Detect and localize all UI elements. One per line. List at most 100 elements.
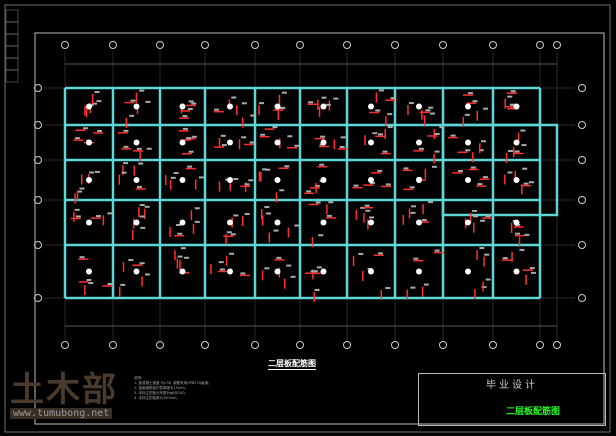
rebar-label <box>219 268 225 271</box>
side-box <box>5 9 19 23</box>
rebar-label <box>321 96 327 99</box>
rebar-label <box>520 129 526 132</box>
rebar-label <box>314 184 320 187</box>
slab-marker <box>86 177 92 183</box>
rebar-label <box>390 97 396 100</box>
rebar-label <box>480 219 486 222</box>
rebar-label <box>182 127 188 130</box>
rebar-label <box>88 282 94 285</box>
rebar-label <box>530 271 536 274</box>
rebar-label <box>523 182 529 185</box>
rebar-label <box>319 163 325 166</box>
rebar-label <box>123 162 129 165</box>
rebar-label <box>410 205 416 208</box>
slab-marker <box>274 177 281 183</box>
rebar-label <box>188 100 194 103</box>
rebar-label <box>473 215 479 218</box>
rebar-label <box>409 186 415 189</box>
rebar-label <box>233 214 239 217</box>
slab-marker <box>86 268 92 275</box>
note-line: 3. 未标注的板分布筋为φ6@250。 <box>134 391 189 395</box>
rebar-label <box>339 145 345 148</box>
axis-bubble <box>34 84 42 92</box>
rebar-label <box>188 150 194 153</box>
rebar-label <box>375 109 381 112</box>
rebar-label <box>320 135 326 138</box>
notes-heading: 说明： <box>134 376 145 380</box>
rebar-label <box>250 114 256 117</box>
rebar-label <box>279 189 285 192</box>
rebar-label <box>410 286 416 289</box>
rebar-label <box>290 275 296 278</box>
watermark-url: www.tumubong.net <box>10 408 113 419</box>
rebar-label <box>310 270 316 273</box>
axis-bubble <box>34 294 42 302</box>
axis-bubble <box>251 41 259 49</box>
rebar-label <box>482 176 488 179</box>
note-line: 2. 板面钢筋保护层厚度为15mm。 <box>134 386 189 390</box>
axis-bubble <box>201 41 209 49</box>
axis-bubble <box>201 341 209 349</box>
rebar-label <box>262 168 268 171</box>
rebar-label <box>287 135 293 138</box>
slab-marker <box>320 103 327 110</box>
side-box <box>5 33 19 47</box>
slab-marker <box>227 219 233 226</box>
rebar-label <box>423 283 429 286</box>
side-box <box>5 21 19 35</box>
rebar-label <box>79 256 85 259</box>
title-block: 毕业设计 二层板配筋图 <box>418 373 606 426</box>
axis-bubble <box>489 341 497 349</box>
axis-bubble <box>553 341 561 349</box>
rebar-label <box>481 286 487 289</box>
rebar-label <box>280 107 286 110</box>
rebar-label <box>286 264 292 267</box>
axis-bubble <box>578 121 586 129</box>
rebar-label <box>529 267 535 270</box>
slab-marker <box>133 219 140 226</box>
axis-bubble <box>109 41 117 49</box>
slab-marker <box>133 103 140 110</box>
rebar-label <box>439 126 445 129</box>
slab-marker <box>133 139 140 146</box>
slab-marker <box>274 219 281 226</box>
rebar-label <box>306 190 312 193</box>
axis-bubble <box>156 41 164 49</box>
rebar-label <box>94 170 100 173</box>
drawing-title: 二层板配筋图 <box>268 359 316 370</box>
rebar-label <box>484 253 490 256</box>
side-box <box>5 45 19 59</box>
rebar-label <box>89 171 95 174</box>
rebar-label <box>418 147 424 150</box>
rebar-label <box>231 96 237 99</box>
rebar-label <box>314 288 320 291</box>
rebar-label <box>387 113 393 116</box>
rebar-label <box>326 214 332 217</box>
rebar-label <box>387 126 393 129</box>
rebar-label <box>485 215 491 218</box>
rebar-label <box>472 100 478 103</box>
rebar-label <box>244 183 250 186</box>
axis-bubble <box>489 41 497 49</box>
slab-marker <box>416 177 422 183</box>
rebar-label <box>233 178 239 181</box>
rebar-label <box>465 149 471 152</box>
rebar-label <box>264 267 270 270</box>
rebar-label <box>507 95 513 98</box>
rebar-label <box>266 212 272 215</box>
slab-marker <box>320 268 327 275</box>
slab-marker <box>320 219 327 226</box>
rebar-label <box>434 249 440 252</box>
axis-bubble <box>156 341 164 349</box>
rebar-label <box>198 176 204 179</box>
axis-bubble <box>34 121 42 129</box>
rebar-label <box>265 168 271 171</box>
rebar-label <box>364 204 370 207</box>
rebar-label <box>173 172 179 175</box>
rebar-label <box>123 145 129 148</box>
rebar-label <box>410 211 416 214</box>
rebar-label <box>519 248 525 251</box>
slab-marker <box>416 103 422 110</box>
rebar-label <box>457 169 463 172</box>
rebar-label <box>74 137 80 140</box>
